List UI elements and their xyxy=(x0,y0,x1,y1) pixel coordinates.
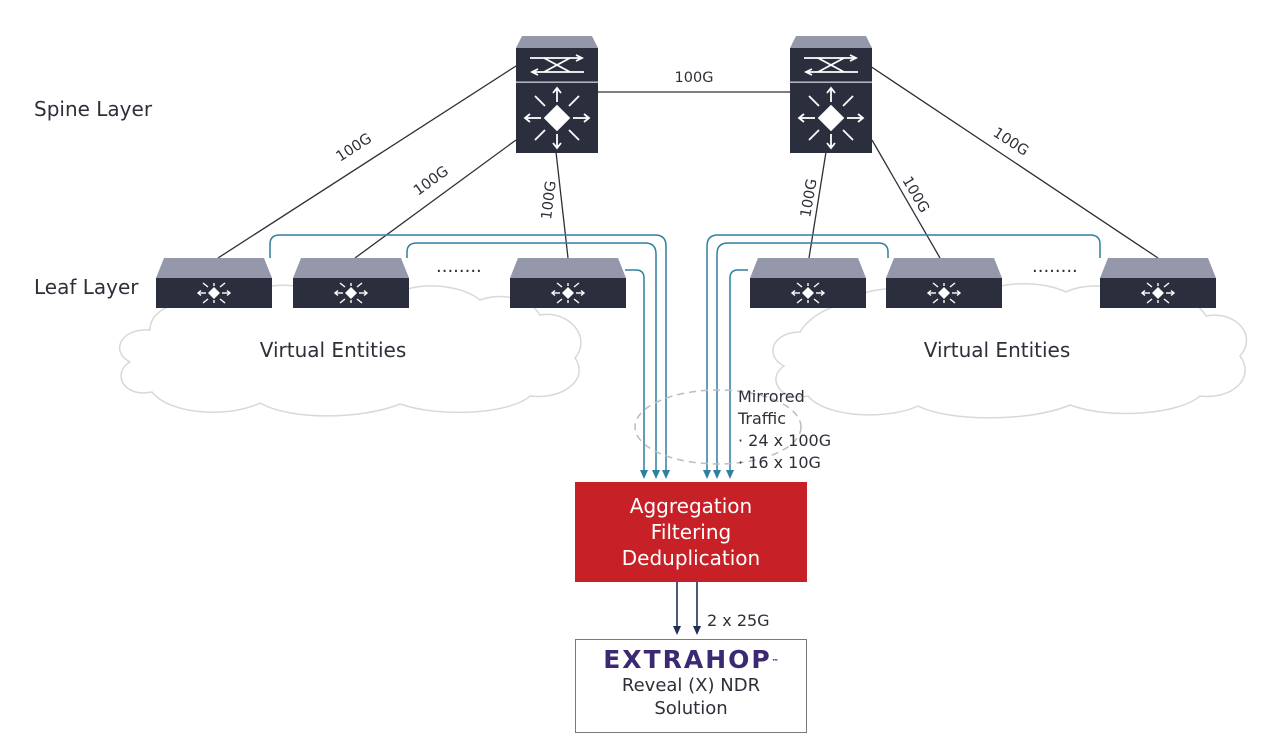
aggregation-line-3: Deduplication xyxy=(621,546,761,570)
cloud-left-label: Virtual Entities xyxy=(260,338,407,362)
link-label-left-2: 100G xyxy=(411,163,452,199)
mirror-line-l2 xyxy=(406,242,657,472)
leaf-switch-1 xyxy=(155,257,273,309)
mirrored-item-1: · 24 x 100G xyxy=(738,431,831,450)
uplink-right-3 xyxy=(869,65,1159,259)
leaf-switch-2 xyxy=(292,257,410,309)
solution-line-1: Reveal (X) NDR xyxy=(621,675,761,696)
extrahop-logo-text: EXTRAHOP xyxy=(603,645,772,674)
aggregation-line-2: Filtering xyxy=(650,520,732,544)
spine-layer-label: Spine Layer xyxy=(34,97,153,121)
cloud-left xyxy=(118,283,582,417)
mirror-line-r2 xyxy=(716,242,889,472)
mirrored-item-2: · 16 x 10G xyxy=(738,453,821,472)
uplink-left-2 xyxy=(354,139,517,259)
spine-switch-left xyxy=(516,36,598,153)
mirror-line-l3 xyxy=(625,269,645,472)
output-links xyxy=(676,582,698,627)
link-label-left-3: 100G xyxy=(539,180,560,221)
mirror-line-r1 xyxy=(706,234,1101,472)
spine-right-top-icon xyxy=(803,54,859,76)
link-label-left-1: 100G xyxy=(333,131,374,166)
mirror-arrowheads xyxy=(640,470,734,479)
output-arrowheads xyxy=(673,626,701,635)
leaf-switch-5 xyxy=(885,257,1003,309)
mirror-lines xyxy=(269,234,1101,472)
leaf-layer-label: Leaf Layer xyxy=(34,275,139,299)
aggregation-line-1: Aggregation xyxy=(629,494,753,518)
output-link-label: 2 x 25G xyxy=(707,611,770,630)
link-label-spine: 100G xyxy=(675,70,714,86)
link-label-right-1: 100G xyxy=(798,178,821,219)
leaf-ellipsis-left: ........ xyxy=(436,256,482,277)
solution-box: EXTRAHOP™ Reveal (X) NDR Solution xyxy=(575,639,807,733)
leaf-switch-3 xyxy=(509,257,627,309)
extrahop-logo-tm: ™ xyxy=(771,658,779,666)
mirrored-label-2: Traffic xyxy=(737,409,786,428)
cloud-right-label: Virtual Entities xyxy=(924,338,1071,362)
uplink-left-1 xyxy=(217,65,517,259)
spine-left-top-icon xyxy=(529,54,585,76)
uplink-right-1 xyxy=(808,151,827,259)
mirrored-label-1: Mirrored xyxy=(738,387,805,406)
leaf-switch-6 xyxy=(1099,257,1217,309)
aggregation-box: Aggregation Filtering Deduplication xyxy=(575,482,807,582)
spine-left-fabric-icon xyxy=(523,86,591,150)
solution-line-2: Solution xyxy=(654,698,728,719)
uplink-left-3 xyxy=(555,151,569,259)
leaf-ellipsis-right: ........ xyxy=(1032,256,1078,277)
mirrored-traffic-ellipse xyxy=(634,389,802,465)
uplinks xyxy=(217,65,1159,259)
spine-right-fabric-icon xyxy=(797,86,865,150)
mirror-line-r3 xyxy=(729,269,748,472)
link-label-right-3: 100G xyxy=(990,125,1031,160)
mirror-line-l1 xyxy=(269,234,667,472)
extrahop-logo: EXTRAHOP™ xyxy=(603,646,779,674)
leaf-switch-4 xyxy=(749,257,867,309)
spine-switch-right xyxy=(790,36,872,153)
uplink-right-2 xyxy=(871,139,941,259)
